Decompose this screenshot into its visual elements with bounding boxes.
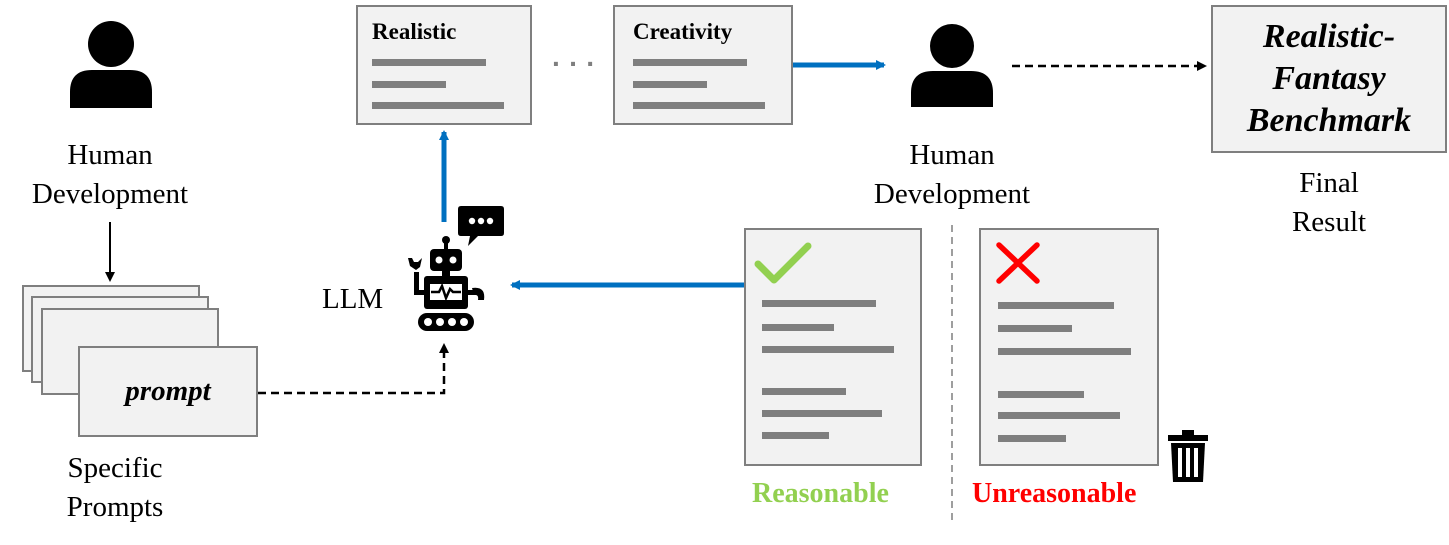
text-line bbox=[372, 81, 446, 88]
realistic-card: Realistic bbox=[356, 5, 532, 125]
benchmark-title-line: Realistic- bbox=[1262, 18, 1396, 55]
unreasonable-document bbox=[979, 228, 1159, 466]
caption-line: Result bbox=[1291, 206, 1367, 238]
creativity-card: Creativity bbox=[613, 5, 793, 125]
caption-line: Final bbox=[1299, 167, 1359, 199]
text-line bbox=[762, 300, 876, 307]
text-line bbox=[372, 59, 486, 66]
text-line bbox=[762, 346, 894, 353]
unreasonable-label: Unreasonable bbox=[972, 478, 1137, 509]
benchmark-title-line: Fantasy bbox=[1272, 60, 1386, 97]
text-line bbox=[633, 102, 765, 109]
caption-line: Specific bbox=[67, 452, 163, 484]
trash-icon bbox=[1168, 430, 1208, 482]
text-line bbox=[372, 102, 504, 109]
text-line bbox=[998, 302, 1114, 309]
text-line bbox=[762, 432, 829, 439]
card-title: Realistic bbox=[372, 19, 457, 44]
prompt-card-label: prompt bbox=[125, 375, 211, 407]
text-line bbox=[633, 81, 707, 88]
text-line bbox=[998, 435, 1066, 442]
reasonable-document bbox=[744, 228, 922, 466]
final-result-caption: Final Result bbox=[1249, 164, 1409, 242]
robot-icon bbox=[408, 236, 485, 331]
text-line bbox=[762, 388, 846, 395]
caption-line: Human bbox=[909, 139, 995, 171]
reasonable-label: Reasonable bbox=[752, 478, 889, 509]
checkmark-icon bbox=[754, 242, 812, 284]
specific-prompts-caption: Specific Prompts bbox=[30, 449, 200, 527]
text-line bbox=[998, 348, 1131, 355]
prompt-card: prompt bbox=[78, 346, 258, 437]
x-mark-icon bbox=[996, 242, 1040, 284]
caption-line: Development bbox=[31, 178, 189, 210]
text-line bbox=[998, 391, 1084, 398]
text-line bbox=[998, 325, 1072, 332]
ellipsis: · · · bbox=[552, 48, 596, 79]
arrow-prompt-to-llm bbox=[258, 343, 449, 395]
text-line bbox=[762, 324, 834, 331]
benchmark-title-line: Benchmark bbox=[1246, 102, 1412, 139]
text-line bbox=[998, 412, 1120, 419]
card-title: Creativity bbox=[633, 19, 733, 44]
person-icon bbox=[70, 21, 152, 108]
caption-line: Development bbox=[873, 178, 1031, 210]
person-icon bbox=[911, 24, 993, 107]
human-development-caption-right: Human Development bbox=[852, 136, 1052, 214]
text-line bbox=[762, 410, 882, 417]
llm-label: LLM bbox=[322, 283, 384, 315]
caption-line: Human bbox=[67, 139, 153, 171]
benchmark-title: Realistic- Fantasy Benchmark bbox=[1247, 16, 1411, 142]
text-line bbox=[633, 59, 747, 66]
speech-bubble-icon bbox=[458, 206, 504, 246]
benchmark-box: Realistic- Fantasy Benchmark bbox=[1211, 5, 1447, 153]
human-development-caption-left: Human Development bbox=[10, 136, 210, 214]
caption-line: Prompts bbox=[66, 491, 164, 523]
